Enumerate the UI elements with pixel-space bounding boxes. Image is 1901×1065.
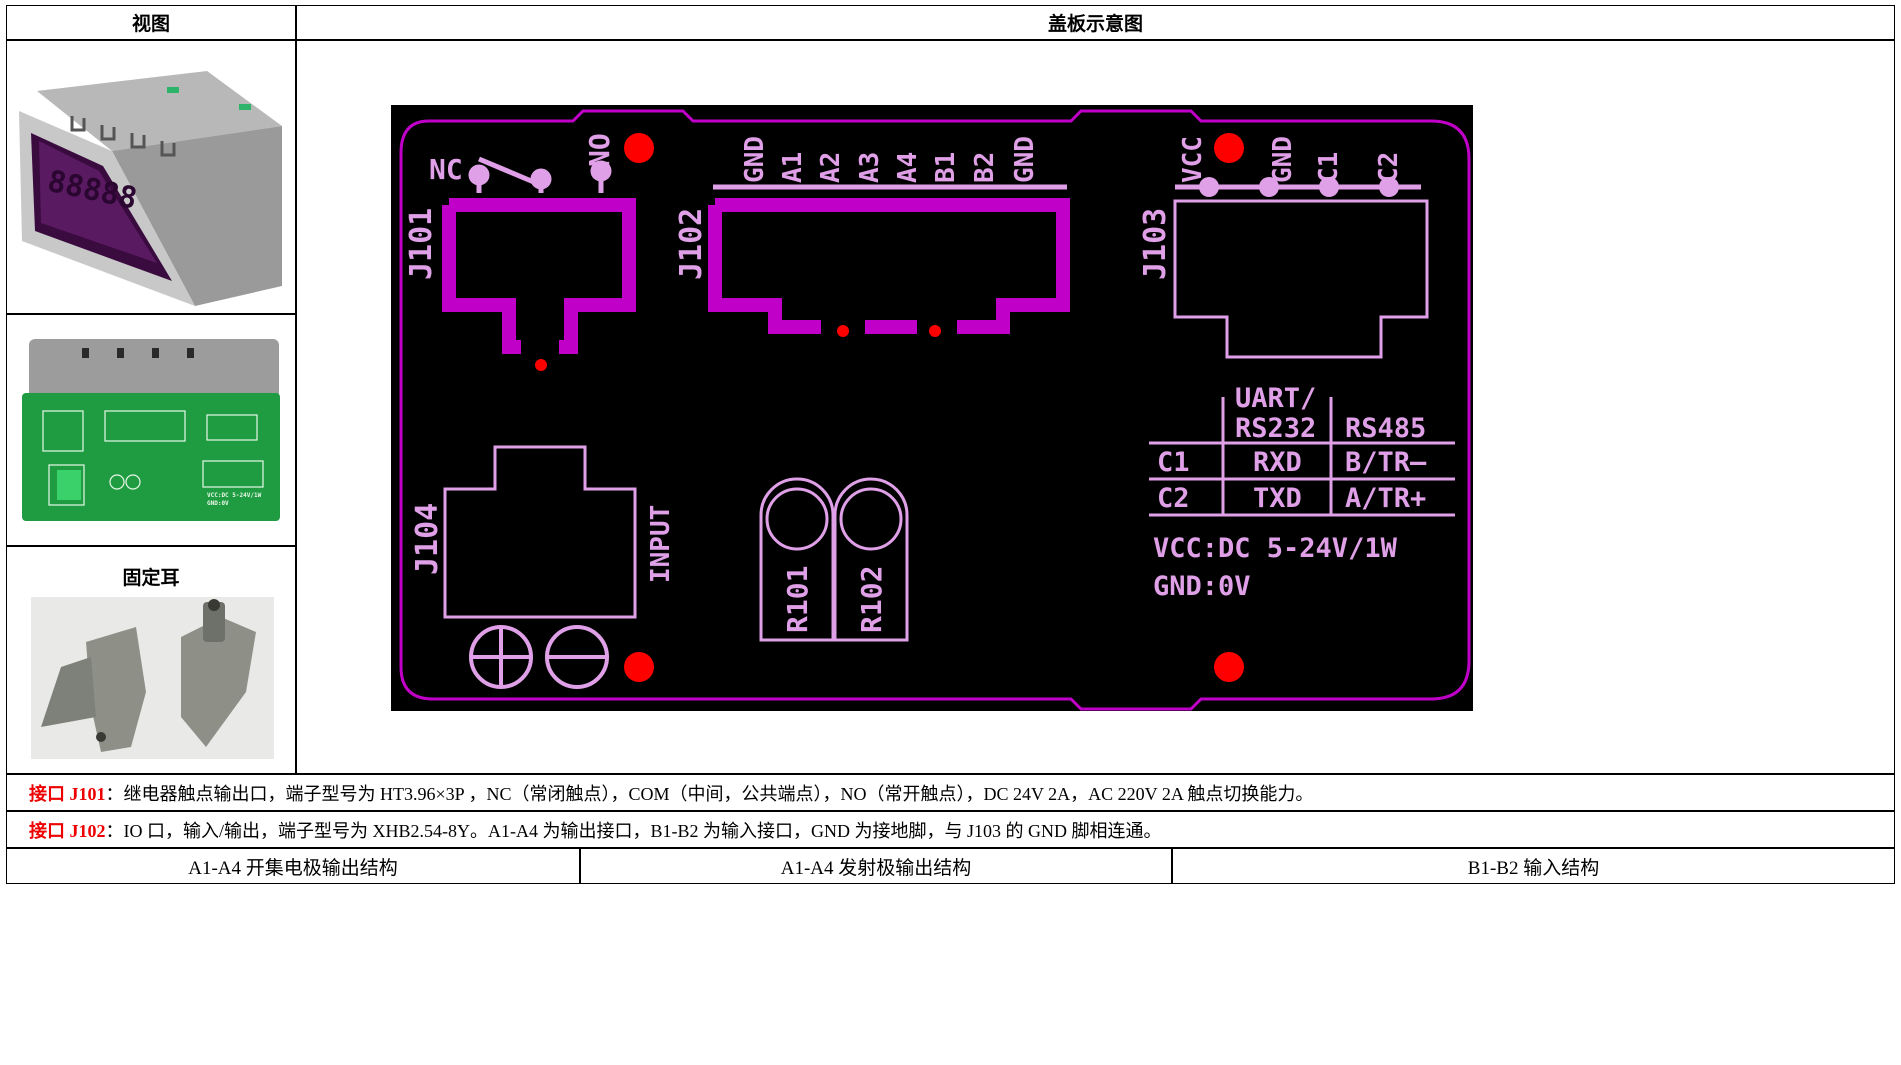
comm-col-uart-1: UART/: [1235, 383, 1316, 414]
j103-pin-gnd: GND: [1268, 136, 1298, 183]
minus-icon: [545, 625, 609, 689]
j104-label: J104: [410, 503, 445, 575]
section-emitter: A1-A4 发射极输出结构: [580, 848, 1172, 884]
header-cover: 盖板示意图: [1047, 14, 1143, 35]
view-photo-front-cell: 88888: [6, 40, 296, 314]
j103-pin-vcc: VCC: [1178, 136, 1208, 183]
device-back-photo: VCC:DC 5-24V/1W GND:0V: [7, 315, 295, 545]
note-j102-text: ：IO 口，输入/输出，端子型号为 XHB2.54-8Y。A1-A4 为输出接口…: [105, 820, 1162, 841]
j102-pin-gnd1: GND: [740, 136, 770, 183]
comm-row-c2: C2: [1157, 483, 1190, 514]
note-j102-label: 接口 J102: [29, 820, 106, 841]
section-input-label: B1-B2 输入结构: [1467, 857, 1600, 879]
plus-icon: [469, 625, 533, 689]
comm-c2-rs485: A/TR+: [1345, 483, 1426, 514]
j102-pin-gnd2: GND: [1010, 136, 1040, 183]
section-open-collector-label: A1-A4 开集电极输出结构: [188, 857, 398, 879]
j102-pin-a2: A2: [816, 152, 846, 183]
j102-pin-a4: A4: [893, 152, 923, 183]
cover-plate-diagram: J101 NC NO J102 GND A1 A2 A3 A4 B1 B2 GN…: [391, 105, 1473, 711]
comm-col-rs485: RS485: [1345, 413, 1426, 444]
comm-c1-uart: RXD: [1253, 447, 1302, 478]
comm-c2-uart: TXD: [1253, 483, 1302, 514]
section-input: B1-B2 输入结构: [1172, 848, 1895, 884]
power-gnd: GND:0V: [1153, 571, 1251, 602]
power-vcc: VCC:DC 5-24V/1W: [1153, 533, 1398, 564]
device-front-photo: 88888: [7, 41, 295, 313]
note-j101-text: ：继电器触点输出口，端子型号为 HT3.96×3P ，NC（常闭触点），COM（…: [105, 783, 1314, 804]
mounting-holes: [624, 133, 1244, 682]
j102-pin-b1: B1: [931, 152, 961, 183]
j103-label: J103: [1138, 208, 1173, 280]
j102-pin-a1: A1: [778, 152, 808, 183]
note-j102: 接口 J102：IO 口，输入/输出，端子型号为 XHB2.54-8Y。A1-A…: [6, 811, 1895, 848]
comm-col-uart-2: RS232: [1235, 413, 1316, 444]
note-j101-label: 接口 J101: [29, 783, 106, 804]
r102-label: R102: [855, 566, 888, 633]
r101-label: R101: [781, 566, 814, 633]
j104-input-label: INPUT: [646, 505, 676, 583]
ear-label: 固定耳: [122, 568, 180, 589]
j101-pin-nc: NC: [429, 153, 463, 186]
j102-pin-b2: B2: [970, 152, 1000, 183]
view-photo-back-cell: VCC:DC 5-24V/1W GND:0V: [6, 314, 296, 546]
section-emitter-label: A1-A4 发射极输出结构: [780, 857, 972, 879]
section-open-collector: A1-A4 开集电极输出结构: [6, 848, 580, 884]
header-cover-cell: 盖板示意图: [296, 5, 1895, 40]
j102-pin-a3: A3: [855, 152, 885, 183]
j101-label: J101: [404, 208, 439, 280]
note-j101: 接口 J101：继电器触点输出口，端子型号为 HT3.96×3P ，NC（常闭触…: [6, 774, 1895, 811]
svg-text:GND:0V: GND:0V: [207, 500, 229, 507]
cover-diagram-cell: J101 NC NO J102 GND A1 A2 A3 A4 B1 B2 GN…: [296, 40, 1895, 774]
comm-row-c1: C1: [1157, 447, 1190, 478]
header-view-cell: 视图: [6, 5, 296, 40]
header-view: 视图: [131, 14, 170, 35]
ear-cell: 固定耳: [6, 546, 296, 774]
svg-text:VCC:DC 5-24V/1W: VCC:DC 5-24V/1W: [207, 492, 262, 499]
comm-c1-rs485: B/TR—: [1345, 447, 1427, 478]
j102-label: J102: [674, 208, 709, 280]
mounting-ear-photo: [31, 597, 274, 759]
